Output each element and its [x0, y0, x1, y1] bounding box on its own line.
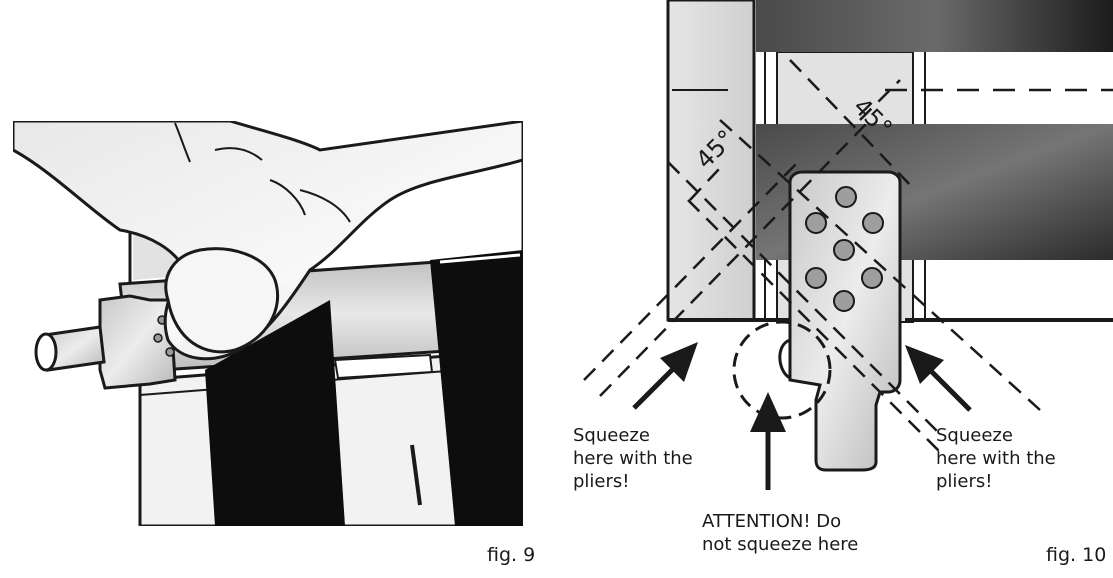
clip-body	[98, 294, 177, 390]
arrow-center	[750, 392, 786, 490]
arrow-left	[632, 342, 698, 410]
label-right-line-1: Squeeze	[936, 425, 1013, 446]
black-band-right	[430, 250, 523, 526]
label-left-line-3: pliers!	[573, 471, 630, 492]
thumbnail	[164, 247, 280, 354]
black-band-left	[205, 300, 345, 526]
label-center-line-1: ATTENTION! Do	[702, 511, 842, 532]
label-right-line-3: pliers!	[936, 471, 993, 492]
guide-lines	[583, 59, 1041, 458]
top-band	[756, 0, 1113, 52]
fig9-illustration	[13, 121, 523, 526]
label-right-line-2: here with the	[936, 448, 1056, 469]
no-squeeze-zone	[732, 320, 832, 420]
fig10-caption: fig. 10	[1046, 544, 1107, 566]
fig10-illustration: 45° 45°	[583, 0, 1113, 490]
arrow-right	[905, 345, 972, 412]
clip-plate	[788, 170, 902, 472]
label-right: Squeeze here with the pliers!	[936, 424, 1056, 493]
label-left-line-1: Squeeze	[573, 425, 650, 446]
fig9-caption: fig. 9	[487, 544, 536, 566]
label-center: ATTENTION! Do not squeeze here	[702, 510, 858, 556]
label-left: Squeeze here with the pliers!	[573, 424, 693, 493]
label-center-line-2: not squeeze here	[702, 534, 859, 555]
label-left-line-2: here with the	[573, 448, 693, 469]
